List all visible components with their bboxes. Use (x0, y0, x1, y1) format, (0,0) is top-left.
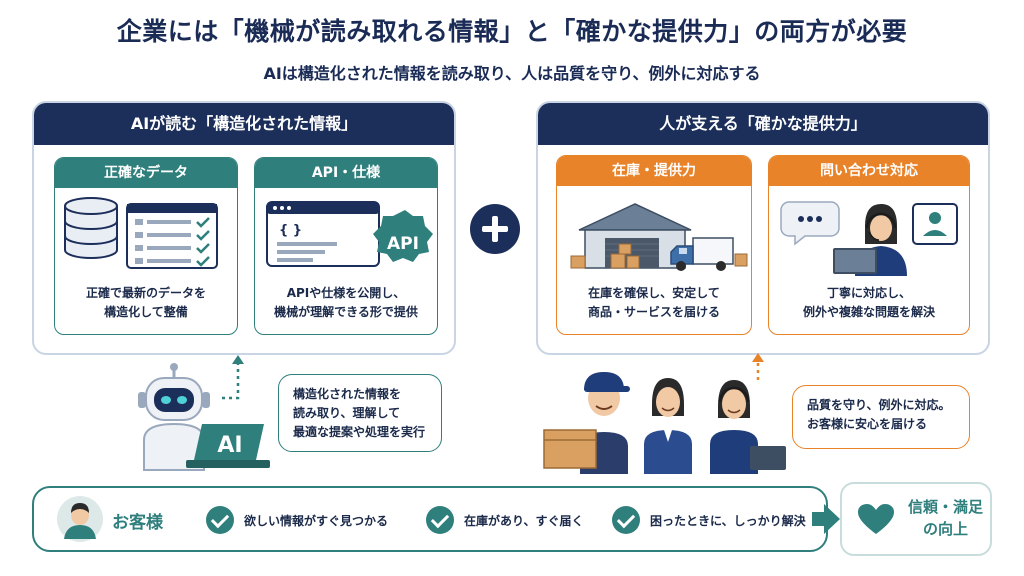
delivery-capability-panel: 人が支える「確かな提供力」 在庫・提供力 在庫を確保し、安定して 商品・サービス… (536, 101, 990, 355)
api-spec-card: API・仕様 { } API APIや仕様を公開し、 機械が理解できる形で提供 (254, 157, 438, 335)
structured-info-panel: AIが読む「構造化された情報」 正確なデータ 正確 (32, 101, 456, 355)
human-speech-bubble: 品質を守り、例外に対応。 お客様に安心を届ける (792, 385, 970, 449)
accurate-data-card-title: 正確なデータ (55, 158, 237, 188)
inventory-card-title: 在庫・提供力 (557, 156, 751, 186)
inventory-card: 在庫・提供力 在庫を確保し、安定して 商品・サービスを届ける (556, 155, 752, 335)
ai-speech-bubble: 構造化された情報を 読み取り、理解して 最適な提案や処理を実行 (278, 374, 442, 452)
api-spec-card-title: API・仕様 (255, 158, 437, 188)
benefit-item: 欲しい情報がすぐ見つかる (206, 504, 388, 536)
ai-robot-icon: AI (138, 363, 270, 471)
result-text: 信頼・満足 の向上 (908, 498, 984, 538)
inventory-card-text: 在庫を確保し、安定して 商品・サービスを届ける (587, 286, 720, 319)
code-glyph: { } (279, 223, 302, 238)
check-icon (612, 506, 640, 534)
customer-avatar-icon (57, 496, 103, 542)
benefit-item: 困ったときに、しっかり解決 (612, 504, 806, 536)
database-checklist-icon (64, 197, 218, 269)
laptop-ai-label: AI (217, 433, 242, 458)
heart-icon (858, 504, 894, 534)
code-window-api-icon: { } API (266, 201, 433, 267)
check-icon (206, 506, 234, 534)
api-spec-card-text: APIや仕様を公開し、 機械が理解できる形で提供 (274, 286, 418, 319)
inquiry-card: 問い合わせ対応 丁寧に対応し、 例外や複雑な問題を解決 (768, 155, 970, 335)
structured-info-panel-title: AIが読む「構造化された情報」 (34, 103, 454, 145)
warehouse-truck-icon (570, 203, 748, 271)
staff-team-icon (543, 372, 786, 474)
page-subtitle: AIは構造化された情報を読み取り、人は品質を守り、例外に対応する (263, 64, 761, 83)
arrow-right-icon (812, 504, 840, 534)
api-badge-label: API (387, 234, 419, 254)
accurate-data-card: 正確なデータ 正確で最新のデータを 構造化して整備 (54, 157, 238, 335)
page-title: 企業には「機械が読み取れる情報」と「確かな提供力」の両方が必要 (116, 17, 908, 46)
customer-benefits-bar: お客様 欲しい情報がすぐ見つかる 在庫があり、すぐ届く 困ったときに、しっかり解… (32, 486, 828, 552)
support-operator-icon (780, 201, 958, 276)
inquiry-card-title: 問い合わせ対応 (769, 156, 969, 186)
check-icon (426, 506, 454, 534)
trust-satisfaction-box: 信頼・満足 の向上 (840, 482, 992, 556)
plus-icon (470, 204, 520, 254)
benefit-item: 在庫があり、すぐ届く (426, 504, 584, 536)
accurate-data-card-text: 正確で最新のデータを 構造化して整備 (85, 286, 206, 319)
delivery-capability-panel-title: 人が支える「確かな提供力」 (538, 103, 988, 145)
ai-to-panel-arrow (222, 364, 240, 400)
inquiry-card-text: 丁寧に対応し、 例外や複雑な問題を解決 (802, 286, 935, 319)
customer-label: お客様 (112, 513, 163, 533)
